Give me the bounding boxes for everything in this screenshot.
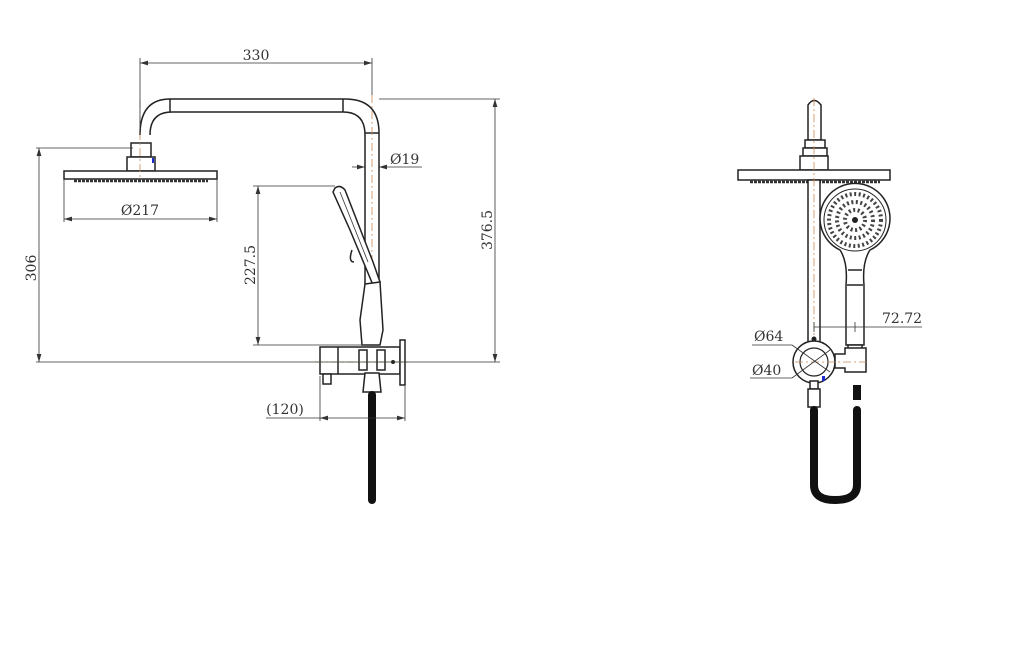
- dimensions-side: 330 Ø19 Ø217 306 376.5 227.5 (120): [24, 48, 500, 421]
- mixer-valve: [315, 339, 410, 393]
- front-view: 72.72 Ø64 Ø40: [737, 98, 922, 505]
- side-view: 330 Ø19 Ø217 306 376.5 227.5 (120): [24, 48, 500, 504]
- hand-shower: [332, 185, 384, 346]
- dim-pipe-diameter: Ø19: [390, 152, 419, 168]
- dim-hand-shower-height: 227.5: [243, 245, 259, 285]
- dim-head-height: 306: [24, 255, 40, 282]
- dim-hand-shower-offset: 72.72: [882, 311, 922, 327]
- hose-front: [810, 406, 861, 505]
- dim-arm-width: 330: [243, 48, 270, 64]
- dim-overall-height: 376.5: [480, 210, 496, 250]
- shower-arm: [139, 98, 380, 345]
- dimensions-front: 72.72 Ø64 Ø40: [750, 311, 922, 379]
- dim-valve-outer-diameter: Ø64: [754, 329, 783, 345]
- dim-valve-depth: (120): [266, 402, 304, 418]
- dim-valve-inner-diameter: Ø40: [752, 363, 781, 379]
- dim-head-diameter: Ø217: [121, 203, 159, 219]
- shower-head: [63, 142, 218, 183]
